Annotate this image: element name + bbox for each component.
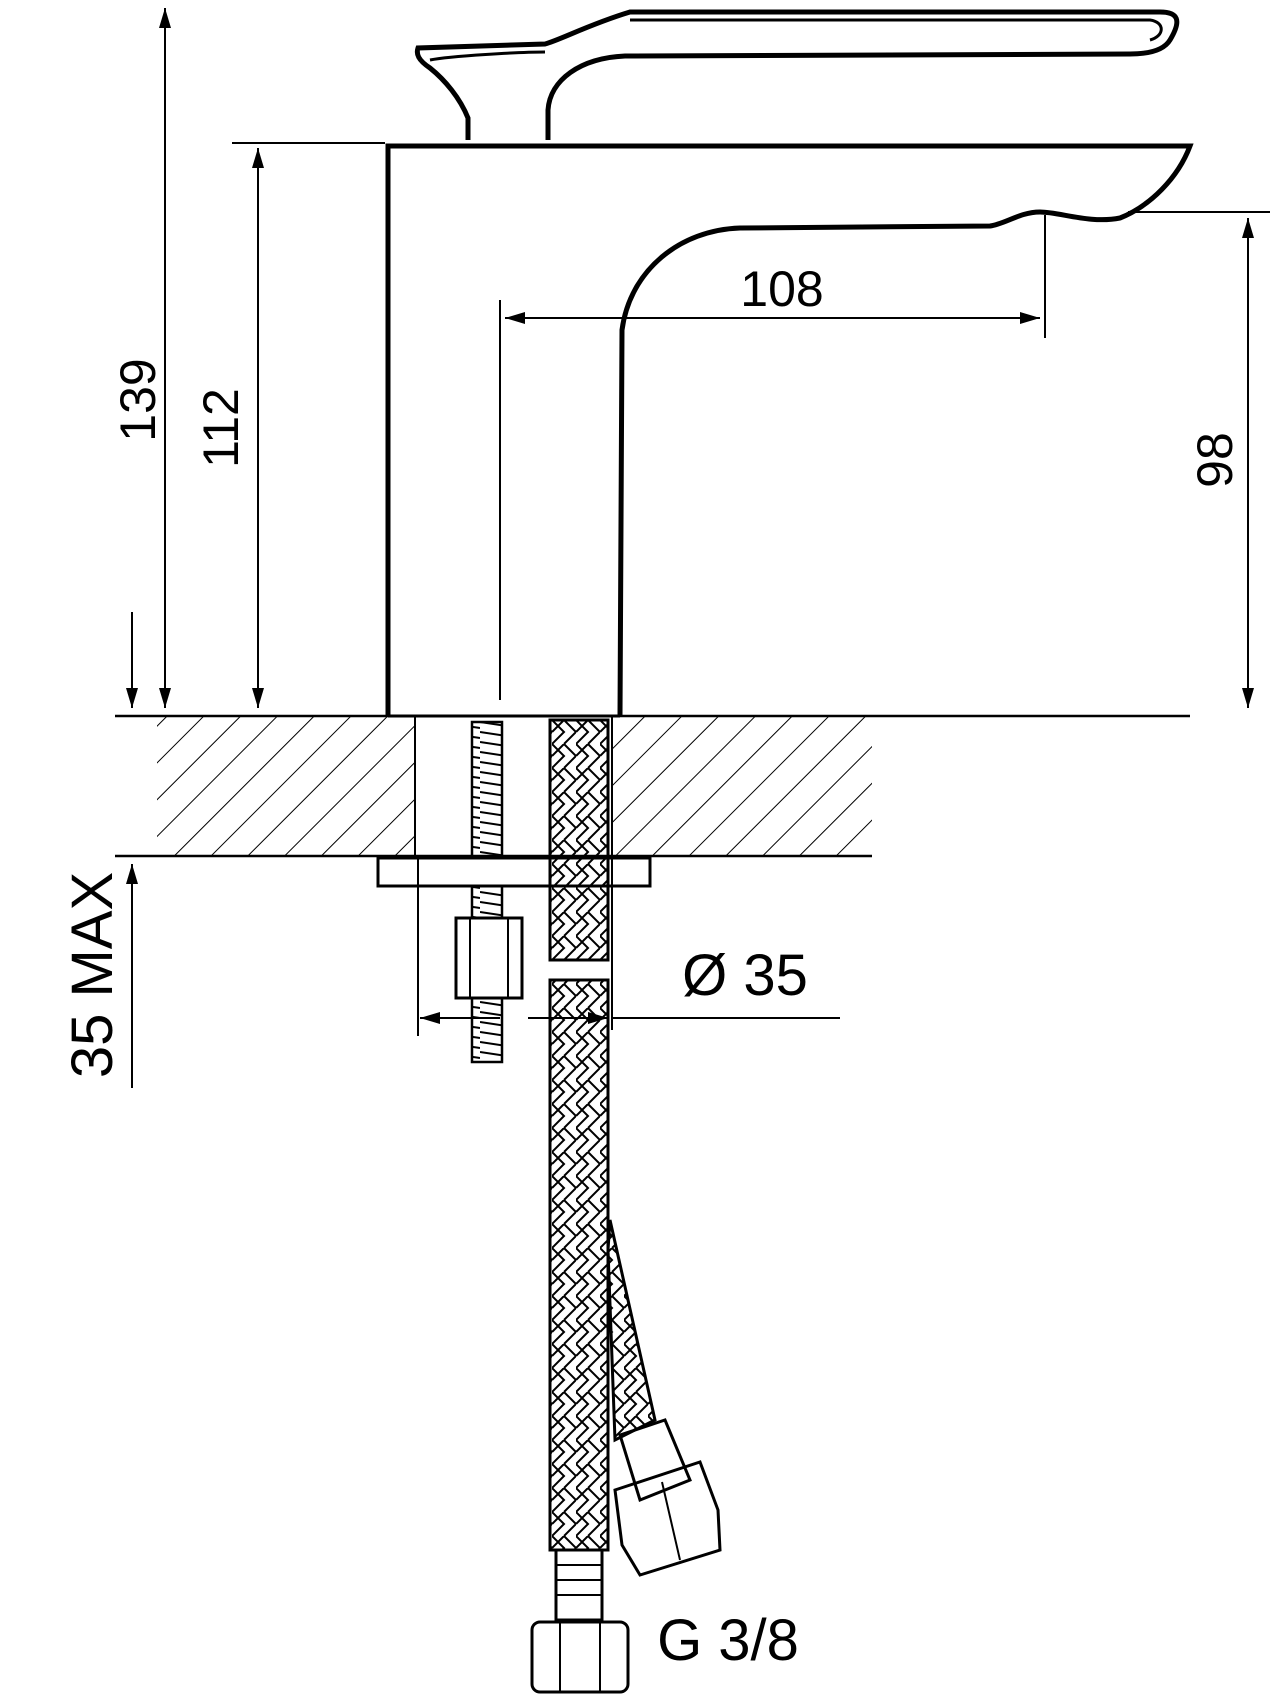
dimension-108: 108 [499, 215, 1046, 700]
dimension-112-label: 112 [193, 388, 249, 468]
dimension-diameter-35: Ø 35 [420, 856, 840, 1030]
hose-hex-fitting-2 [613, 1460, 722, 1577]
dimension-98: 98 [1128, 211, 1270, 708]
hose-thread-label: G 3/8 [657, 1608, 799, 1673]
dimension-diameter-35-label: Ø 35 [682, 943, 808, 1008]
mounting-stud [376, 720, 652, 1064]
dimension-35-max: 35 MAX [60, 612, 138, 1088]
dimension-139-label: 139 [110, 358, 166, 441]
hex-nut [454, 916, 524, 1000]
faucet-body [385, 143, 1194, 718]
dimension-98-label: 98 [1187, 432, 1243, 488]
braided-hose-secondary [606, 1219, 722, 1577]
dimension-35-max-label: 35 MAX [60, 872, 125, 1078]
lever-handle [414, 9, 1180, 140]
dimension-139: 139 [110, 8, 171, 708]
hose-hex-fitting [530, 1620, 630, 1694]
dimension-108-label: 108 [740, 261, 823, 317]
dimension-112: 112 [193, 142, 385, 708]
countertop-section [115, 714, 1190, 858]
